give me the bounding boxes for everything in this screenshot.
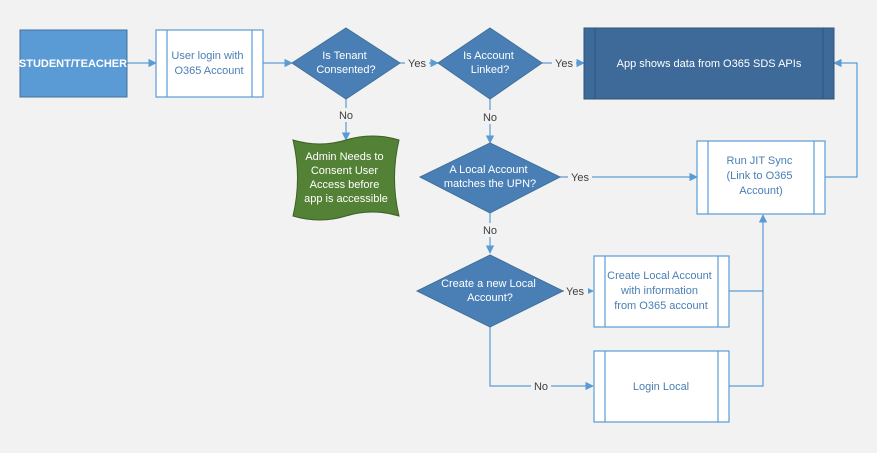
node-account-linked-line1: Is Account	[463, 50, 514, 62]
svg-text:Create Local Account wit: Create Local Account with information fr…	[607, 270, 715, 312]
node-tenant-consented: Is Tenant Consented?	[291, 27, 401, 100]
svg-text:Is Account Linked?: Is Account Linked?	[463, 50, 517, 76]
node-student-teacher-label: STUDENT/TEACHER	[19, 58, 127, 70]
node-local-matches-upn-line2: matches the UPN?	[444, 178, 536, 190]
node-user-login-line2: O365 Account	[174, 65, 243, 77]
edge-login-local-to-jit	[729, 214, 768, 387]
node-create-local-account-line3: from O365 account	[614, 300, 708, 312]
node-tenant-consented-line2: Consented?	[316, 64, 375, 76]
node-create-local-account-line1: Create Local Account	[607, 270, 712, 282]
node-account-linked: Is Account Linked?	[437, 27, 543, 100]
node-local-matches-upn-line1: A Local Account	[449, 164, 527, 176]
node-tenant-consented-line1: Is Tenant	[322, 50, 366, 62]
node-create-new-local: Create a new Local Account?	[415, 254, 565, 328]
svg-text:Create a new Local Accou: Create a new Local Account?	[441, 278, 539, 304]
edge-label-upn-no: No	[483, 225, 497, 237]
node-create-new-local-line2: Account?	[467, 292, 513, 304]
node-app-shows-data-label: App shows data from O365 SDS APIs	[617, 58, 802, 70]
edge-label-create-yes: Yes	[566, 286, 584, 298]
node-user-login: User login with O365 Account	[155, 29, 264, 98]
svg-text:Is Tenant Consented?: Is Tenant Consented?	[316, 50, 375, 76]
node-run-jit-sync-line1: Run JIT Sync	[727, 155, 793, 167]
svg-text:Admin Needs to Consent U: Admin Needs to Consent User Access befor…	[304, 151, 388, 205]
node-admin-consent-line3: Access before	[310, 179, 380, 191]
edge-label-linked-yes: Yes	[555, 58, 573, 70]
node-admin-consent-line2: Consent User	[311, 165, 379, 177]
node-local-matches-upn: A Local Account matches the UPN?	[418, 142, 562, 214]
node-admin-consent-line1: Admin Needs to	[305, 151, 383, 163]
node-create-new-local-line1: Create a new Local	[441, 278, 536, 290]
edge-label-tenant-no: No	[339, 110, 353, 122]
edge-create-no	[489, 327, 594, 391]
edge-jit-to-app	[825, 58, 858, 178]
node-run-jit-sync-line2: (Link to O365	[726, 170, 792, 182]
svg-text:User login with O365 Acc: User login with O365 Account	[171, 50, 246, 77]
edge-label-create-no: No	[534, 381, 548, 393]
edge-label-tenant-yes: Yes	[408, 58, 426, 70]
node-app-shows-data: App shows data from O365 SDS APIs	[583, 27, 835, 100]
node-create-local-account-line2: with information	[620, 285, 698, 297]
edge-label-linked-no: No	[483, 112, 497, 124]
node-login-local-label: Login Local	[633, 381, 689, 393]
node-run-jit-sync-line3: Account)	[739, 185, 782, 197]
svg-text:Run JIT Sync (Link to O3: Run JIT Sync (Link to O365 Account)	[726, 155, 795, 197]
edge-label-upn-yes: Yes	[571, 172, 589, 184]
node-account-linked-line2: Linked?	[471, 64, 510, 76]
node-admin-consent: Admin Needs to Consent User Access befor…	[292, 135, 400, 221]
node-user-login-line1: User login with	[171, 50, 243, 62]
svg-text:A Local Account matches: A Local Account matches the UPN?	[444, 164, 536, 190]
node-admin-consent-line4: app is accessible	[304, 193, 388, 205]
node-login-local: Login Local	[593, 350, 730, 423]
node-student-teacher: STUDENT/TEACHER	[19, 29, 128, 98]
node-run-jit-sync: Run JIT Sync (Link to O365 Account)	[696, 140, 826, 215]
node-create-local-account: Create Local Account with information fr…	[593, 255, 730, 328]
